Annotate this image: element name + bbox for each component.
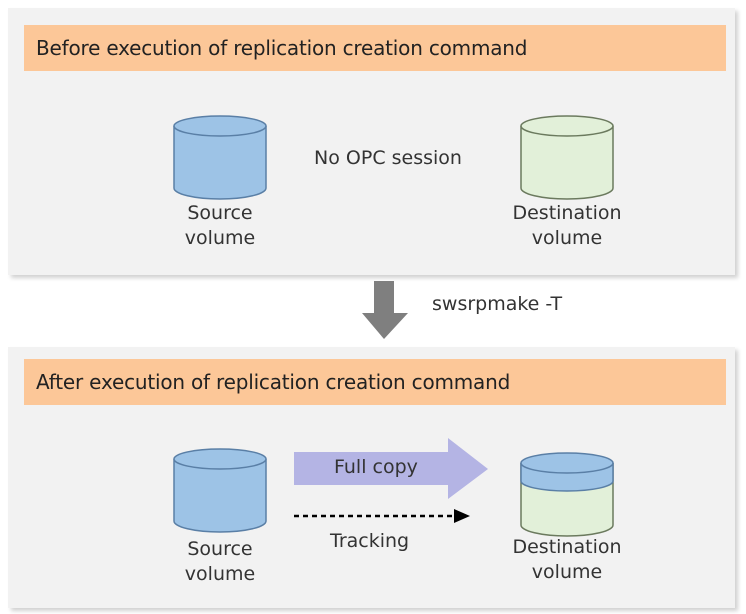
destination-volume-label-before: Destination volume xyxy=(512,202,622,249)
before-title: Before execution of replication creation… xyxy=(24,25,726,71)
destination-volume-label-after: Destination volume xyxy=(512,536,622,583)
after-panel: After execution of replication creation … xyxy=(8,347,735,608)
destination-volume-cylinder-after xyxy=(520,452,614,537)
source-volume-label-before: Source volume xyxy=(184,202,256,249)
full-copy-label: Full copy xyxy=(334,456,418,478)
no-opc-session-label: No OPC session xyxy=(314,147,462,169)
command-label: swsrpmake -T xyxy=(432,293,563,315)
down-arrow-icon xyxy=(362,281,408,339)
before-panel: Before execution of replication creation… xyxy=(8,8,735,275)
source-volume-cylinder-after xyxy=(173,448,267,533)
tracking-arrow-icon xyxy=(294,509,470,523)
source-volume-label-after: Source volume xyxy=(184,538,256,585)
after-title: After execution of replication creation … xyxy=(24,359,726,405)
destination-volume-cylinder-before xyxy=(520,115,614,200)
source-volume-cylinder-before xyxy=(173,115,267,200)
tracking-label: Tracking xyxy=(330,530,410,552)
full-copy-arrow-icon xyxy=(294,438,488,499)
